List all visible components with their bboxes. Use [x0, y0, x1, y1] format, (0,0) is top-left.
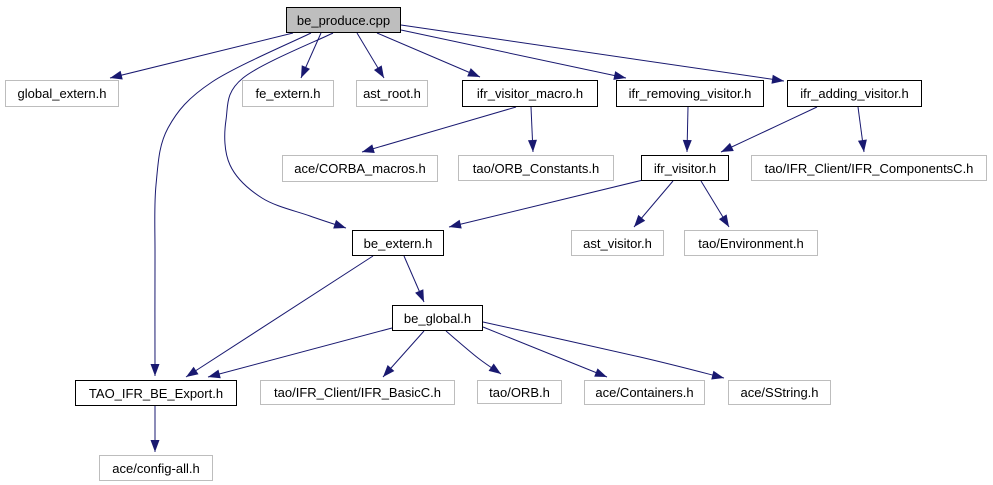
node-tao_environment_h: tao/Environment.h: [684, 230, 818, 256]
edge-be_produce_cpp--ifr_adding_visitor_h: [400, 24, 785, 84]
arrowhead: [771, 74, 784, 84]
node-label: fe_extern.h: [255, 86, 321, 101]
edge-be_global_h--tao_orb_h: [445, 330, 502, 375]
arrowhead: [613, 71, 626, 80]
node-global_extern_h: global_extern.h: [5, 80, 119, 107]
node-label: ace/Containers.h: [595, 385, 694, 400]
node-tao_ifr_client_ifr_componentsc_h: tao/IFR_Client/IFR_ComponentsC.h: [751, 155, 987, 181]
arrowhead: [415, 289, 424, 302]
node-ifr_removing_visitor_h[interactable]: ifr_removing_visitor.h: [616, 80, 764, 107]
node-label: ace/CORBA_macros.h: [294, 161, 426, 176]
node-ifr_visitor_macro_h[interactable]: ifr_visitor_macro.h: [462, 80, 598, 107]
node-label: tao/ORB_Constants.h: [472, 160, 600, 176]
edge-be_produce_cpp--fe_extern_h: [300, 32, 322, 79]
node-label: global_extern.h: [17, 86, 107, 101]
arrowhead: [150, 440, 160, 452]
arrowhead: [634, 214, 646, 227]
edge-be_global_h--tao_ifr_client_ifr_basicc_h: [382, 330, 425, 378]
edge-be_produce_cpp--ifr_removing_visitor_h: [400, 29, 627, 80]
arrowhead: [333, 219, 346, 229]
node-label: tao/IFR_Client/IFR_BasicC.h: [274, 385, 441, 400]
edge-be_extern_h--tao_ifr_be_export_h: [185, 255, 374, 378]
node-ifr_visitor_h[interactable]: ifr_visitor.h: [641, 155, 729, 181]
arrowhead: [711, 370, 724, 380]
edge-be_global_h--ace_containers_h: [482, 326, 608, 378]
arrowhead: [449, 219, 462, 229]
node-tao_orb_constants_h: tao/ORB_Constants.h: [458, 155, 614, 181]
edge-be_global_h--tao_ifr_be_export_h: [207, 327, 393, 379]
node-ast_visitor_h: ast_visitor.h: [571, 230, 664, 256]
edge-ifr_visitor_h--tao_environment_h: [700, 180, 730, 228]
node-label: ifr_visitor.h: [653, 160, 717, 176]
edge-be_produce_cpp--ifr_visitor_macro_h: [376, 32, 481, 78]
node-label: tao/ORB.h: [489, 384, 550, 400]
arrowhead: [857, 139, 867, 152]
edge-ifr_adding_visitor_h--ifr_visitor_h: [720, 106, 818, 153]
arrowhead: [110, 70, 123, 80]
node-ace_corba_macros_h: ace/CORBA_macros.h: [282, 155, 438, 182]
arrowhead: [718, 214, 729, 227]
node-ifr_adding_visitor_h[interactable]: ifr_adding_visitor.h: [787, 80, 922, 107]
arrowhead: [186, 366, 199, 377]
edge-ifr_visitor_h--ast_visitor_h: [633, 180, 674, 228]
node-ace_sstring_h: ace/SString.h: [728, 380, 831, 405]
arrowhead: [373, 65, 384, 78]
node-label: ast_visitor.h: [583, 235, 652, 251]
node-label: tao/Environment.h: [698, 235, 804, 251]
node-label: be_global.h: [403, 310, 472, 326]
arrowhead: [208, 369, 221, 379]
arrowhead: [383, 365, 395, 377]
arrowhead: [488, 363, 501, 374]
arrowhead: [467, 68, 480, 77]
node-label: TAO_IFR_BE_Export.h: [88, 385, 224, 401]
node-label: ace/SString.h: [740, 385, 819, 400]
node-ace_config_all_h: ace/config-all.h: [99, 455, 213, 481]
arrowhead: [721, 142, 734, 152]
arrowhead: [301, 65, 310, 78]
arrowhead: [150, 364, 160, 376]
node-ace_containers_h: ace/Containers.h: [584, 380, 705, 405]
arrowhead: [682, 139, 692, 152]
node-label: ifr_removing_visitor.h: [628, 86, 752, 101]
edge-be_global_h--ace_sstring_h: [482, 321, 725, 380]
edge-ifr_removing_visitor_h--ifr_visitor_h: [682, 106, 692, 153]
node-label: ifr_visitor_macro.h: [476, 86, 584, 101]
arrowhead: [527, 139, 537, 152]
edge-be_produce_cpp--global_extern_h: [109, 32, 294, 80]
edge-be_extern_h--be_global_h: [403, 255, 425, 303]
edge-be_produce_cpp--ast_root_h: [356, 32, 385, 79]
edge-ifr_visitor_macro_h--ace_corba_macros_h: [361, 106, 517, 153]
arrowhead: [362, 144, 375, 153]
node-label: be_extern.h: [363, 235, 433, 251]
node-fe_extern_h: fe_extern.h: [242, 80, 334, 107]
arrowhead: [594, 368, 607, 377]
node-tao_ifr_client_ifr_basicc_h: tao/IFR_Client/IFR_BasicC.h: [260, 380, 455, 405]
node-be_global_h[interactable]: be_global.h: [392, 305, 483, 331]
edge-be_produce_cpp--be_extern_h: [224, 32, 347, 229]
node-label: ifr_adding_visitor.h: [800, 86, 909, 101]
node-label: be_produce.cpp: [296, 12, 391, 28]
edge-ifr_adding_visitor_h--tao_ifr_client_ifr_componentsc_h: [857, 106, 867, 153]
node-ast_root_h: ast_root.h: [356, 80, 428, 107]
node-label: ast_root.h: [363, 86, 421, 101]
edge-ifr_visitor_macro_h--tao_orb_constants_h: [527, 106, 537, 153]
edge-ifr_visitor_h--be_extern_h: [448, 179, 644, 229]
edge-tao_ifr_be_export_h--ace_config_all_h: [150, 406, 160, 452]
node-label: tao/IFR_Client/IFR_ComponentsC.h: [764, 160, 974, 176]
node-be_produce_cpp: be_produce.cpp: [286, 7, 401, 33]
node-be_extern_h[interactable]: be_extern.h: [352, 230, 444, 256]
node-tao_orb_h: tao/ORB.h: [477, 380, 562, 404]
node-label: ace/config-all.h: [112, 460, 200, 476]
node-tao_ifr_be_export_h[interactable]: TAO_IFR_BE_Export.h: [75, 380, 237, 406]
